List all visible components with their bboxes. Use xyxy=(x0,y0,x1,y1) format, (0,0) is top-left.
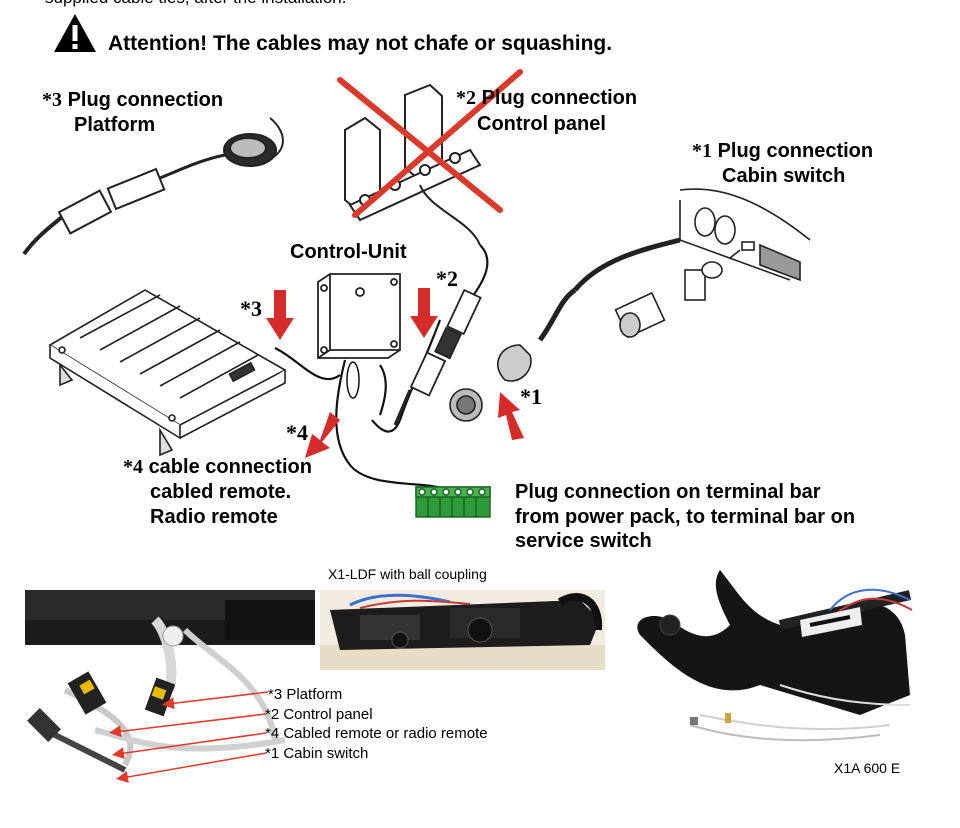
label-control-panel-line2: Control panel xyxy=(477,113,606,135)
label-control-panel-star: *2 xyxy=(456,87,476,109)
attention-text: Attention! The cables may not chafe or s… xyxy=(108,32,613,55)
arrow-4 xyxy=(305,412,340,458)
connector-2-illustration xyxy=(393,288,482,426)
label-control-panel-line1: Plug connection xyxy=(481,87,638,109)
label-platform-line2: Platform xyxy=(74,114,156,136)
label-cabin-switch-star: *1 xyxy=(692,140,712,162)
label-terminal-line2: from power pack, to terminal bar on xyxy=(515,506,856,528)
control-unit-box xyxy=(317,273,401,359)
label-remote-line3: Radio remote xyxy=(150,506,278,528)
marker-3: *3 xyxy=(240,296,262,321)
marker-1: *1 xyxy=(520,384,542,409)
top-cut-text: supplied cable ties, after the installat… xyxy=(45,0,346,8)
label-cabin-switch: *1 Plug connection xyxy=(692,139,873,164)
cabin-switch-illustration xyxy=(449,188,811,422)
arrow-3 xyxy=(266,290,294,340)
wiring-diagram xyxy=(22,69,811,518)
label-remote-star: *4 xyxy=(123,456,143,478)
label-cabin-switch-line1: Plug connection xyxy=(717,140,874,162)
photo-label-cabin-switch: *1 Cabin switch xyxy=(265,745,369,762)
pointer-arrows xyxy=(266,288,524,458)
terminal-bar-illustration xyxy=(415,486,491,518)
label-remote-line2: cabled remote. xyxy=(150,481,292,503)
label-terminal-line3: service switch xyxy=(515,530,652,552)
label-platform-line1: Plug connection xyxy=(67,89,224,111)
photo-label-remote: *4 Cabled remote or radio remote xyxy=(265,725,488,742)
label-terminal-line1: Plug connection on terminal bar xyxy=(515,481,821,503)
arrow-2 xyxy=(410,288,438,338)
photo-label-platform: *3 Platform xyxy=(268,686,343,703)
label-control-unit: Control-Unit xyxy=(290,241,407,263)
right-photo-caption: X1A 600 E xyxy=(834,760,901,776)
middle-photo-caption: X1-LDF with ball coupling xyxy=(328,566,487,582)
label-cabin-switch-line2: Cabin switch xyxy=(722,165,846,187)
cable-bundle-photo xyxy=(25,590,315,773)
platform-board-illustration xyxy=(48,289,287,457)
platform-plug-illustration xyxy=(22,117,284,256)
marker-4: *4 xyxy=(286,420,308,445)
ldf-coupling-photo xyxy=(320,590,605,670)
label-remote-line1: cable connection xyxy=(148,456,312,478)
photo-label-arrows xyxy=(109,691,269,783)
label-remote: *4 cable connection xyxy=(123,455,312,480)
crossed-out-mark xyxy=(337,69,523,218)
label-control-panel: *2 Plug connection xyxy=(456,86,637,111)
label-platform: *3 Plug connection xyxy=(42,88,223,113)
arrow-1 xyxy=(498,392,524,440)
x1a-600e-photo xyxy=(637,570,913,742)
warning-icon xyxy=(54,14,96,52)
marker-2: *2 xyxy=(436,266,458,291)
photo-label-control-panel: *2 Control panel xyxy=(265,706,373,723)
label-platform-star: *3 xyxy=(42,89,62,111)
